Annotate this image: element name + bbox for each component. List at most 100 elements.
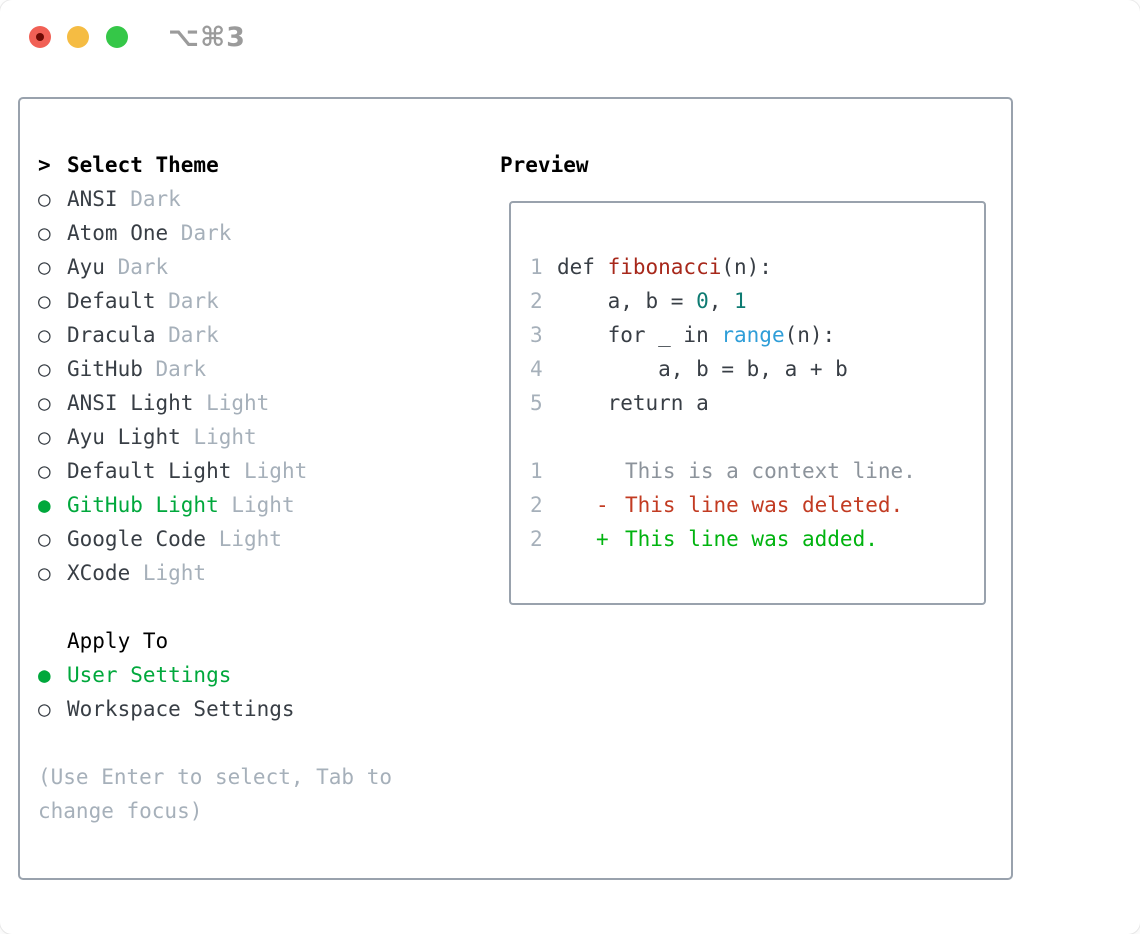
- apply-to-header: Apply To: [38, 624, 392, 658]
- theme-name: XCode Light: [67, 561, 207, 585]
- theme-item-atom-one[interactable]: ○ Atom One Dark: [38, 216, 392, 250]
- hint-line-1: (Use Enter to select, Tab to: [38, 765, 393, 789]
- preview-title: Preview: [500, 153, 589, 177]
- theme-name: ANSI Dark: [67, 187, 181, 211]
- code-token-plain: def: [557, 255, 608, 279]
- code-line: 3 for _ in range(n):: [530, 318, 984, 352]
- theme-variant: Dark: [180, 221, 232, 245]
- cursor-prompt-icon: >: [38, 153, 51, 177]
- theme-name: Google Code Light: [67, 527, 282, 551]
- line-number: 1: [530, 459, 543, 483]
- line-number: 2: [530, 289, 543, 313]
- diff-text: This line was deleted.: [625, 493, 904, 517]
- diff-marker-icon: +: [596, 527, 609, 551]
- line-number: 2: [530, 527, 543, 551]
- theme-item-ayu[interactable]: ○ Ayu Dark: [38, 250, 392, 284]
- theme-variant: Dark: [155, 357, 207, 381]
- theme-item-github[interactable]: ○ GitHub Dark: [38, 352, 392, 386]
- code-token-plain: return a: [557, 391, 709, 415]
- window-title: ⌥⌘3: [168, 22, 246, 53]
- radio-unselected-icon: ○: [38, 221, 51, 245]
- theme-item-dracula[interactable]: ○ Dracula Dark: [38, 318, 392, 352]
- theme-list-column: > Select Theme ○ ANSI Dark ○ Atom One Dark ○ A…: [38, 148, 392, 828]
- line-number: 1: [530, 255, 543, 279]
- radio-unselected-icon: ○: [38, 391, 51, 415]
- theme-name: Ayu Dark: [67, 255, 169, 279]
- line-number: 3: [530, 323, 543, 347]
- code-token-number: 1: [734, 289, 747, 313]
- theme-variant: Dark: [117, 255, 169, 279]
- theme-variant: Dark: [168, 323, 219, 347]
- code-token-plain: for _ in: [557, 323, 722, 347]
- theme-item-github-light[interactable]: ● GitHub Light Light: [38, 488, 392, 522]
- theme-item-default[interactable]: ○ Default Dark: [38, 284, 392, 318]
- theme-name: Ayu Light Light: [67, 425, 257, 449]
- apply-option-workspace-settings[interactable]: ○ Workspace Settings: [38, 692, 392, 726]
- theme-variant: Light: [193, 425, 257, 449]
- close-button[interactable]: [29, 26, 51, 48]
- diff-preview: 1 This is a context line.2-This line was…: [530, 454, 984, 556]
- minimize-button[interactable]: [67, 26, 89, 48]
- theme-item-ansi[interactable]: ○ ANSI Dark: [38, 182, 392, 216]
- radio-unselected-icon: ○: [38, 187, 51, 211]
- theme-name: Default Dark: [67, 289, 219, 313]
- theme-item-ayu-light[interactable]: ○ Ayu Light Light: [38, 420, 392, 454]
- theme-item-xcode[interactable]: ○XCode Light: [38, 556, 392, 590]
- theme-name: Atom One Dark: [67, 221, 232, 245]
- select-theme-title: Select Theme: [67, 153, 219, 177]
- radio-unselected-icon: ○: [38, 425, 51, 449]
- theme-variant: Light: [244, 459, 308, 483]
- diff-marker-icon: [596, 459, 625, 483]
- radio-selected-icon: ●: [38, 493, 51, 517]
- hint-line-2: change focus): [38, 799, 203, 823]
- code-token-plain: (n):: [721, 255, 772, 279]
- theme-name: ANSI Light Light: [67, 391, 270, 415]
- theme-list: ○ ANSI Dark ○ Atom One Dark ○ Ayu Dark ○ Defaul…: [38, 182, 392, 590]
- titlebar: ⌥⌘3: [0, 0, 1140, 75]
- code-line: 2 a, b = 0, 1: [530, 284, 984, 318]
- code-token-builtin: range: [721, 323, 785, 347]
- theme-item-default-light[interactable]: ○ Default Light Light: [38, 454, 392, 488]
- radio-unselected-icon: ○: [38, 289, 51, 313]
- code-line: 4 a, b = b, a + b: [530, 352, 984, 386]
- radio-unselected-icon: ○: [38, 527, 51, 551]
- theme-variant: Light: [218, 527, 282, 551]
- radio-unselected-icon: ○: [38, 323, 51, 347]
- code-token-plain: (n):: [784, 323, 836, 347]
- theme-variant: Light: [142, 561, 207, 585]
- radio-unselected-icon: ○: [38, 697, 51, 721]
- theme-variant: Light: [231, 493, 295, 517]
- theme-item-google-code[interactable]: ○ Google Code Light: [38, 522, 392, 556]
- theme-item-ansi-light[interactable]: ○ ANSI Light Light: [38, 386, 392, 420]
- apply-to-list: ●User Settings ○ Workspace Settings: [38, 658, 392, 726]
- code-token-number: 0: [696, 289, 709, 313]
- apply-option-label: Workspace Settings: [67, 697, 295, 721]
- radio-unselected-icon: ○: [38, 357, 51, 381]
- theme-name: Default Light Light: [67, 459, 308, 483]
- diff-marker-icon: -: [596, 493, 609, 517]
- spacer: [38, 726, 392, 760]
- radio-unselected-icon: ○: [38, 459, 51, 483]
- theme-name: GitHub Light Light: [67, 493, 295, 517]
- zoom-button[interactable]: [106, 26, 128, 48]
- theme-selector-panel: > Select Theme ○ ANSI Dark ○ Atom One Dark ○ A…: [18, 97, 1013, 880]
- spacer: [38, 590, 392, 624]
- theme-variant: Light: [206, 391, 270, 415]
- spacer: [530, 420, 984, 454]
- diff-line-added: 2 + This line was added.: [530, 522, 984, 556]
- diff-line-deleted: 2-This line was deleted.: [530, 488, 984, 522]
- radio-unselected-icon: ○: [38, 255, 51, 279]
- line-number: 4: [530, 357, 543, 381]
- code-token-plain: a, b = b, a + b: [557, 357, 848, 381]
- apply-option-user-settings[interactable]: ●User Settings: [38, 658, 392, 692]
- diff-text: This line was added.: [625, 527, 878, 551]
- theme-name: GitHub Dark: [67, 357, 207, 381]
- theme-name: Dracula Dark: [67, 323, 219, 347]
- unsaved-dot-icon: [36, 33, 44, 41]
- code-token-plain: a, b =: [557, 289, 697, 313]
- code-token-plain: ,: [708, 289, 735, 313]
